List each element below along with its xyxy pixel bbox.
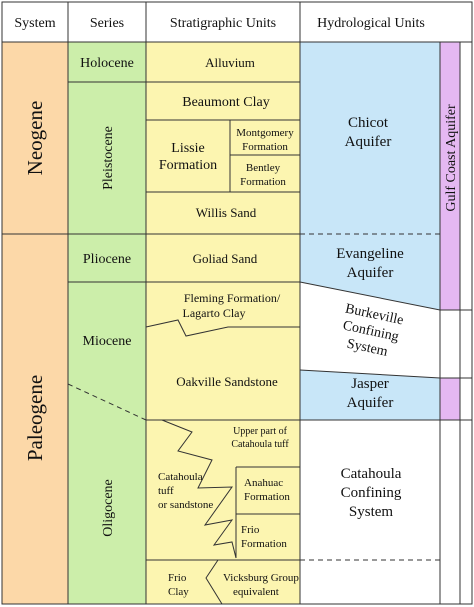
- series-pleistocene: Pleistocene: [101, 126, 116, 190]
- unit-upper-catahoula-line1: Upper part of: [233, 426, 288, 437]
- unit-upper-catahoula-line2: Catahoula tuff: [231, 439, 289, 450]
- unit-lissie-line1: Lissie: [171, 141, 204, 156]
- unit-frio-clay-line2: Clay: [168, 586, 189, 598]
- system-column-fill: [2, 42, 68, 604]
- unit-goliad-sand: Goliad Sand: [193, 251, 258, 266]
- unit-catahoula-tuff-line2: tuff: [158, 485, 174, 497]
- unit-catahoula-tuff-line3: or sandstone: [158, 499, 213, 511]
- gulf-coast-fill: [440, 42, 460, 310]
- hydro-gulf-coast-aquifer: Gulf Coast Aquifer: [444, 104, 459, 212]
- catahoula-jagged-contact: [161, 419, 237, 559]
- unit-vicksburg-line2: equivalent: [233, 586, 279, 598]
- hydro-jasper-line2: Aquifer: [347, 395, 394, 411]
- hydro-chicot-line1: Chicot: [348, 115, 389, 131]
- hydro-catahoula-line3: System: [349, 504, 394, 520]
- system-paleogene: Paleogene: [23, 375, 47, 461]
- gulf-coast-fill-lower: [440, 378, 460, 420]
- unit-bentley-line1: Bentley: [246, 162, 281, 174]
- unit-vicksburg-line1: Vicksburg Group: [223, 572, 299, 584]
- vicksburg-frio-contact: [205, 559, 223, 605]
- unit-montgomery-line2: Formation: [242, 141, 288, 153]
- chicot-evangeline-fill: [300, 42, 440, 310]
- hydro-evangeline-line1: Evangeline: [336, 246, 404, 262]
- units-oligocene-fill: [146, 420, 300, 604]
- unit-anahuac-line1: Anahuac: [244, 477, 283, 489]
- header-hydrological-units: Hydrological Units: [317, 16, 425, 31]
- hydro-catahoula-line1: Catahoula: [341, 466, 402, 482]
- hydro-catahoula-line2: Confining: [341, 485, 402, 501]
- unit-alluvium: Alluvium: [205, 55, 255, 70]
- unit-montgomery-line1: Montgomery: [236, 127, 294, 139]
- unit-lissie-line2: Formation: [159, 158, 217, 173]
- unit-bentley-line2: Formation: [240, 176, 286, 188]
- unit-anahuac-line2: Formation: [244, 491, 290, 503]
- hydro-chicot-line2: Aquifer: [345, 134, 392, 150]
- unit-catahoula-tuff-line1: Catahoula: [158, 471, 203, 483]
- units-column-fill: [146, 42, 300, 420]
- system-neogene: Neogene: [23, 101, 47, 176]
- header-system: System: [14, 16, 55, 31]
- series-holocene: Holocene: [80, 56, 134, 71]
- hydro-evangeline-line2: Aquifer: [347, 265, 394, 281]
- jasper-fill: [300, 370, 440, 420]
- unit-frio-clay-line1: Frio: [168, 572, 187, 584]
- evangeline-bottom: [299, 281, 472, 311]
- hydro-jasper-line1: Jasper: [351, 376, 389, 392]
- unit-fleming-line2: Lagarto Clay: [183, 306, 246, 320]
- unit-frio-formation-line1: Frio: [241, 524, 260, 536]
- series-oligocene: Oligocene: [101, 479, 116, 537]
- unit-frio-formation-line2: Formation: [241, 538, 287, 550]
- series-miocene: Miocene: [83, 334, 132, 349]
- jasper-top: [299, 369, 472, 379]
- unit-beaumont-clay: Beaumont Clay: [182, 95, 270, 110]
- header-stratigraphic-units: Stratigraphic Units: [170, 16, 276, 31]
- unit-willis-sand: Willis Sand: [196, 205, 257, 220]
- series-pliocene: Pliocene: [83, 252, 131, 267]
- series-column-fill: [68, 42, 146, 604]
- header-series: Series: [90, 16, 124, 31]
- unit-oakville-sandstone: Oakville Sandstone: [176, 374, 278, 389]
- fleming-oakville-jagged: [145, 319, 300, 337]
- unit-fleming-line1: Fleming Formation/: [184, 291, 281, 305]
